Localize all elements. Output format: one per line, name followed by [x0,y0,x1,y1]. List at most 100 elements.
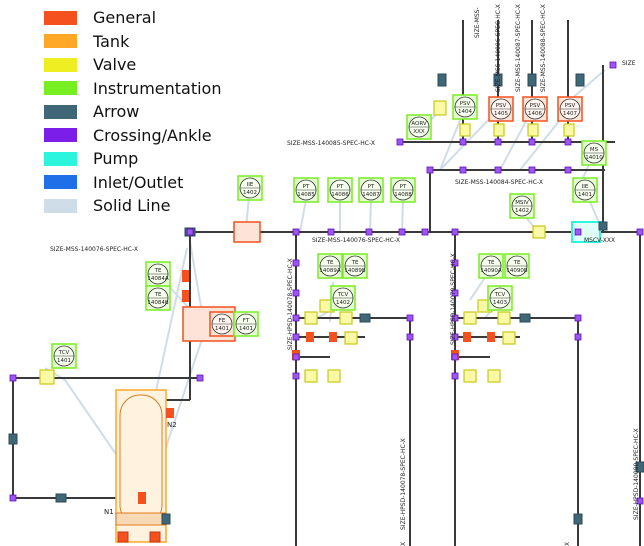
instrument-tag: PT [337,184,344,190]
pump [571,221,601,243]
line-label-v-140086: SIZE-MSS-140086-SPEC-HC-X [495,4,502,92]
instrument-tag: FT [243,318,250,324]
instrument-number: 14090A [480,268,501,274]
instrument-number: 1402 [243,190,257,196]
instrument-number: 1401 [578,192,592,198]
instrument-tag: IIE [247,182,254,188]
instrument-tag: AORV [411,121,427,127]
instrument-tag: TCV [494,292,506,298]
general-equipment [138,221,495,504]
legend: General Tank Valve Instrumentation Arrow… [44,6,221,218]
instrument-number: 14087 [362,192,380,198]
instrument-te14084a: TE 14084A [145,261,171,287]
instrument-tag: PT [400,184,407,190]
line-label-v-140087: SIZE-MSS-140087-SPEC-HC-X [515,4,522,92]
legend-item: Inlet/Outlet [44,171,221,195]
instrument-tag: MS [590,147,599,153]
instrument-tag: PSV [460,101,471,107]
legend-label: Crossing/Ankle [93,125,212,145]
instrument-number: 1403 [493,300,507,306]
instrument-number: 14085 [297,192,315,198]
legend-label: General [93,8,157,28]
instrument-ie1402: IIE 1402 [237,175,263,201]
instrument-te14090a: TE 14090A [478,253,504,279]
line-label-bottom-x2: X [564,542,571,546]
legend-item: Pump [44,147,221,171]
instrument-number: 1404 [458,109,472,115]
instruments: IIE1402PT14085PT14086PT14087PT14088PSV14… [51,94,607,369]
nozzle-n2: N2 [167,421,177,429]
legend-label: Solid Line [93,196,171,216]
instrument-tag: PSV [496,103,507,109]
legend-swatch [44,81,77,96]
line-label-mss-140084: SIZE-MSS-140084-SPEC-HC-X [455,179,543,186]
instrument-tag: PT [303,184,310,190]
line-label-mss-140085: SIZE-MSS-140085-SPEC-HC-X [287,140,375,147]
legend-item: Solid Line [44,194,221,218]
instrument-tag: TE [487,260,495,266]
line-label-hpsd-140079: SIZE-HPSD-140079-SPEC-HC-X [450,253,457,345]
legend-item: Tank [44,30,221,54]
legend-label: Inlet/Outlet [93,172,184,192]
instrument-number: 1402 [515,208,529,214]
instrument-number: 14088 [394,192,412,198]
instrument-tag: TE [326,260,334,266]
instrument-tag: FE [219,318,226,324]
legend-label: Tank [93,31,130,51]
instrument-aorv: AORV XXX [406,114,432,140]
line-label-hpsd-140078-b: SIZE-HPSD-140078-SPEC-HC-X [400,438,407,530]
instrument-tag: TCV [58,350,70,356]
instrument-number: 14084A [147,276,168,282]
line-label-mss-140076-left: SIZE-MSS-140076-SPEC-HC-X [50,246,138,253]
instrument-tag: TE [154,268,162,274]
instrument-tag: TE [154,292,162,298]
instrument-number: 14090B [506,268,527,274]
instrument-ft1401: FT 1401 [233,311,259,337]
instrument-tcv1402: TCV 1402 [330,285,356,311]
legend-swatch [44,198,77,213]
line-label-mss-140076-mid: SIZE-MSS-140076-SPEC-HC-X [312,237,400,244]
line-label-v-140088: SIZE-MSS-140088-SPEC-HC-X [540,4,547,92]
instrument-pt14087: PT 14087 [358,177,384,203]
legend-item: Arrow [44,100,221,124]
line-label-v-top-left: SIZE-MSS- [474,7,481,38]
legend-item: Valve [44,53,221,77]
tank-vessel [115,389,167,543]
instrument-number: 1406 [528,111,542,117]
instrument-psv1404: PSV 1404 [452,94,478,120]
instrument-tcv1403: TCV 1403 [487,285,513,311]
instrument-number: 1401 [239,326,253,332]
instrument-pt14085: PT 14085 [293,177,319,203]
legend-label: Arrow [93,102,140,122]
instrument-tag: PSV [565,103,576,109]
instrument-number: 14084B [147,300,168,306]
instrument-number: 1402 [336,300,350,306]
legend-swatch [44,10,77,25]
legend-swatch [44,128,77,143]
legend-swatch [44,175,77,190]
line-label-hpsd-140080: SIZE-HPSD-140080-SPEC-HC-X [633,428,640,520]
line-label-top-right: SIZE [622,60,636,67]
instrument-tag: TCV [337,292,349,298]
instrument-tag: TE [351,260,359,266]
instrument-number: XXX [413,129,425,135]
instrument-number: 14010 [585,155,603,161]
line-label-bottom-x1: X [400,542,407,546]
legend-item: General [44,6,221,30]
nozzle-n1: N1 [104,508,114,516]
line-label-hpsd-140078: SIZE-HPSD-140078-SPEC-HC-X [287,258,294,350]
pump-label: MSCV-XXX [584,237,615,244]
legend-swatch [44,151,77,166]
instrument-tag: PT [368,184,375,190]
